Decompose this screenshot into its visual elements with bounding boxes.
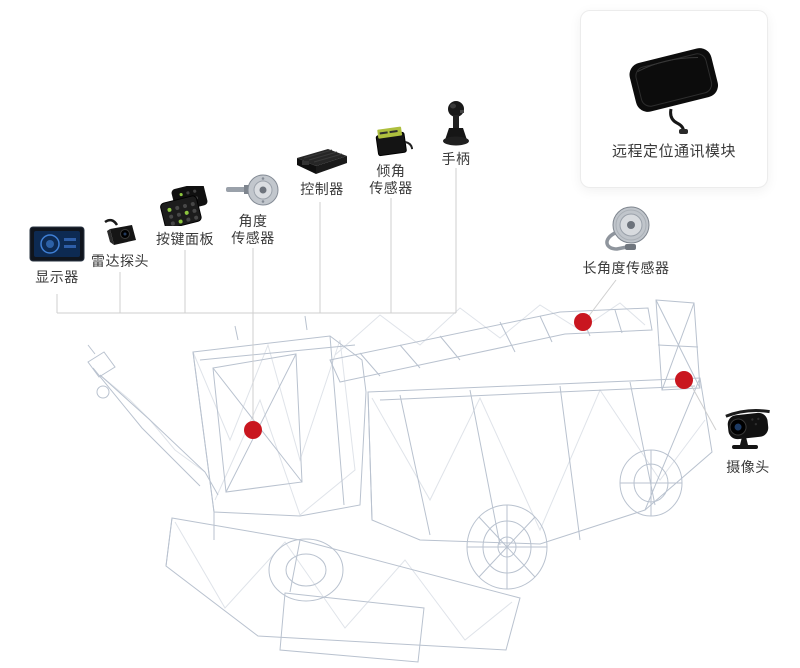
angle-sensor-icon [226, 172, 280, 208]
display-label: 显示器 [35, 269, 79, 285]
camera-icon [719, 408, 777, 454]
component-camera: 摄像头 [714, 408, 782, 476]
joystick-icon [440, 100, 472, 146]
wireframe-mesh [99, 302, 706, 641]
controller-label: 控制器 [300, 181, 344, 197]
joystick-label: 手柄 [441, 151, 471, 167]
component-long-angle-sensor: 长角度传感器 [578, 203, 674, 277]
vehicle-wireframe [87, 299, 713, 663]
keypad-panel-icon [158, 186, 212, 226]
tilt-sensor-icon [369, 122, 413, 158]
remote-module-label: 远程定位通讯模块 [611, 142, 736, 160]
component-radar-probe: 雷达探头 [86, 216, 154, 270]
callout-lines [56, 168, 717, 431]
tilt-sensor-label: 倾角 传感器 [369, 163, 413, 196]
marker-rear [675, 371, 693, 389]
component-keypad-panel: 按键面板 [152, 186, 218, 248]
component-controller: 控制器 [292, 144, 352, 198]
radar-probe-icon [100, 216, 140, 248]
long-angle-sensor-label: 长角度传感器 [582, 260, 670, 276]
keypad-panel-label: 按键面板 [156, 231, 214, 247]
component-joystick: 手柄 [430, 100, 482, 168]
controller-icon [294, 144, 350, 176]
remote-module-icon [609, 39, 739, 135]
long-angle-sensor-icon [597, 203, 655, 255]
radar-probe-label: 雷达探头 [91, 253, 149, 269]
marker-cab [244, 421, 262, 439]
location-markers [244, 313, 693, 439]
remote-module-card: 远程定位通讯模块 [580, 10, 768, 188]
marker-boom [574, 313, 592, 331]
display-icon [29, 226, 85, 264]
component-tilt-sensor: 倾角 传感器 [362, 122, 420, 197]
camera-label: 摄像头 [726, 459, 770, 475]
component-angle-sensor: 角度 传感器 [222, 172, 284, 247]
component-display: 显示器 [20, 226, 94, 286]
angle-sensor-label: 角度 传感器 [231, 213, 275, 246]
